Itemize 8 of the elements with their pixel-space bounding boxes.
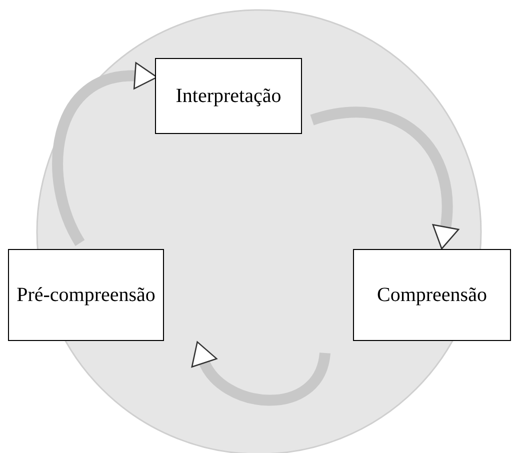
box-label: Compreensão [377, 284, 487, 306]
text-box [8, 249, 164, 341]
box-label: Pré-compreensão [16, 284, 156, 306]
curved-arrow [192, 342, 330, 406]
text-box [155, 58, 302, 134]
curved-arrow [310, 106, 460, 250]
box-label: Interpretação [176, 84, 282, 108]
text-box [353, 249, 511, 341]
